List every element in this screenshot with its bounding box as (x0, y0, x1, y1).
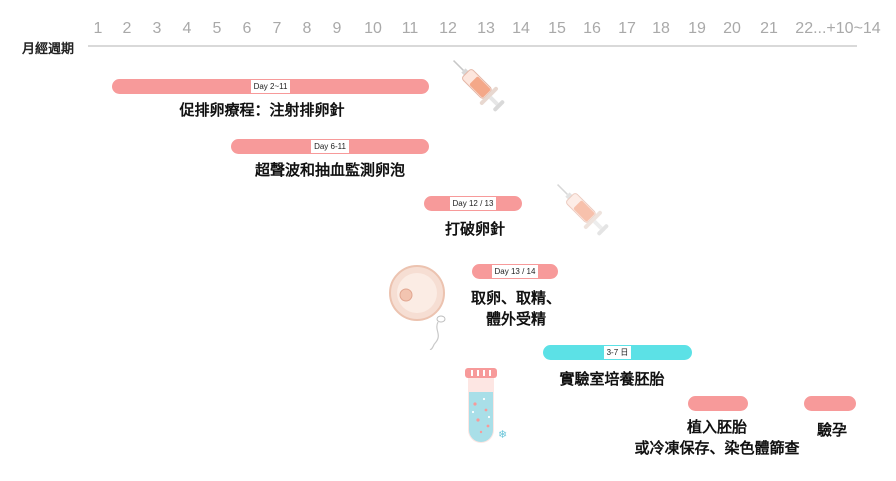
day-tick: 15 (548, 20, 566, 37)
day-tick: 12 (439, 20, 457, 37)
day-tick: 21 (760, 20, 778, 37)
day-tick: 11 (401, 20, 419, 37)
day-tick: 10 (364, 20, 382, 37)
axis-title: 月經週期 (22, 42, 75, 57)
day-tick: 6 (242, 20, 252, 37)
stage-bar-culture: 3-7 日 (543, 345, 692, 360)
syringe-icon (453, 60, 505, 112)
day-tick: 7 (272, 20, 282, 37)
day-tick: 20 (723, 20, 741, 37)
stage-bar-label: Day 12 / 13 (449, 197, 497, 210)
day-tick: 1 (93, 20, 103, 37)
stage-bar-stimulation: Day 2~11 (112, 79, 429, 94)
day-tick: 14 (512, 20, 530, 37)
stage-bar-label: Day 2~11 (250, 80, 291, 93)
day-tick: 5 (212, 20, 222, 37)
day-tick: 2 (122, 20, 132, 37)
stage-title-line: 取卵、取精、 (470, 289, 561, 307)
stage-title-stimulation: 促排卵療程：注射排卵針 (179, 101, 345, 119)
stage-title-line: 植入胚胎 (686, 418, 747, 436)
stage-title-transfer: 植入胚胎 或冷凍保存、染色體篩查 (617, 417, 817, 459)
stage-title-pregnancy-test: 驗孕 (816, 421, 847, 439)
day-tick: 16 (583, 20, 601, 37)
axis-line (88, 45, 857, 47)
stage-bar-label: Day 13 / 14 (491, 265, 539, 278)
svg-text:❄: ❄ (498, 428, 507, 441)
day-tick: 4 (182, 20, 192, 37)
stage-title-monitoring: 超聲波和抽血監測卵泡 (254, 161, 405, 179)
stage-title-trigger: 打破卵針 (444, 220, 505, 238)
test-tube-icon: ❄ (465, 368, 507, 443)
day-tick: 3 (152, 20, 162, 37)
stage-bar-monitoring: Day 6-11 (231, 139, 429, 154)
stage-title-line: 或冷凍保存、染色體篩查 (634, 439, 800, 457)
stage-bar-pregnancy-test (804, 396, 856, 411)
stage-bar-label: Day 6-11 (311, 140, 349, 153)
day-tick: 22...+10~14 (795, 20, 881, 37)
day-tick: 17 (618, 20, 636, 37)
day-tick: 9 (332, 20, 342, 37)
stage-bar-transfer (688, 396, 748, 411)
stage-title-line: 體外受精 (485, 310, 546, 328)
day-tick: 8 (302, 20, 312, 37)
stage-bar-label: 3-7 日 (603, 346, 632, 359)
egg-and-sperm-icon (389, 265, 446, 350)
day-tick: 18 (652, 20, 670, 37)
day-tick: 19 (688, 20, 706, 37)
stage-title-retrieval: 取卵、取精、 體外受精 (456, 288, 576, 330)
day-tick: 13 (477, 20, 495, 37)
stage-title-culture: 實驗室培養胚胎 (559, 370, 665, 388)
stage-bar-trigger: Day 12 / 13 (424, 196, 522, 211)
syringe-icon (557, 184, 609, 236)
stage-bar-retrieval: Day 13 / 14 (472, 264, 558, 279)
